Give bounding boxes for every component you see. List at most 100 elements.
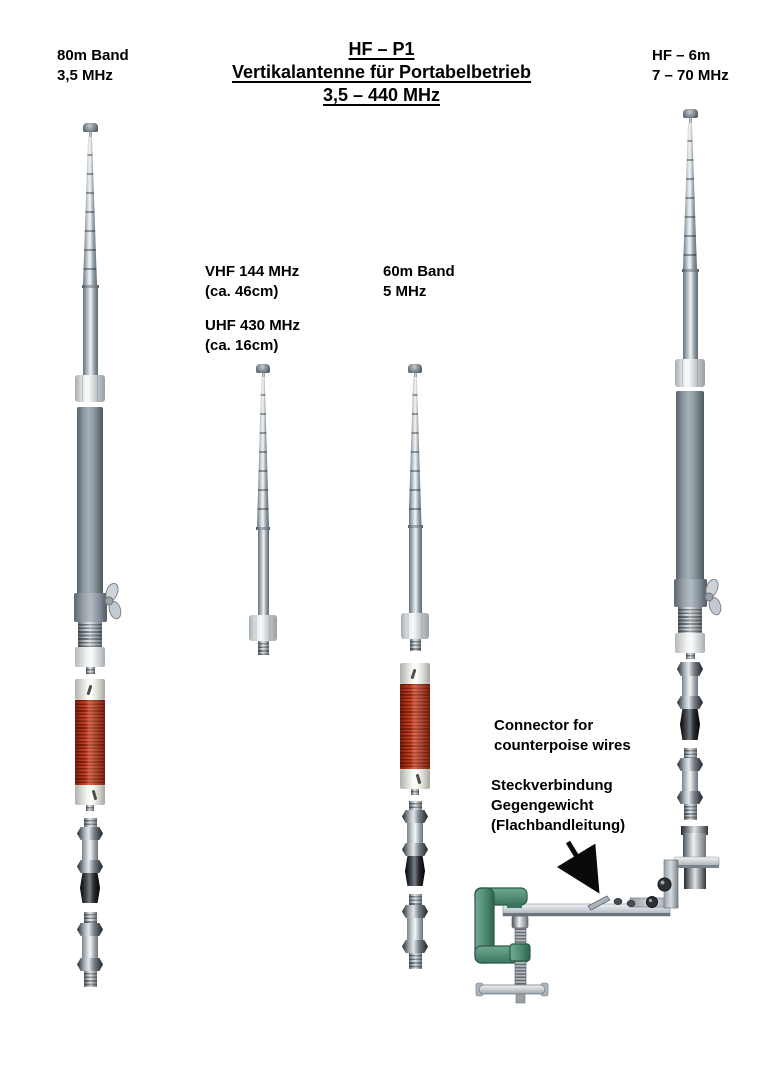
hex-nut <box>402 940 428 953</box>
mast-tube <box>77 407 103 593</box>
whip-ring <box>256 527 270 530</box>
hex-nut <box>677 758 703 771</box>
counterpoise-connector-tab <box>587 895 636 911</box>
coil-clip <box>410 668 417 680</box>
hex-coupler <box>405 856 425 886</box>
hex-nut <box>402 905 428 918</box>
whip-tip-neck <box>688 118 692 123</box>
hex-nut <box>402 810 428 823</box>
whip-tip-cap <box>408 364 422 373</box>
label-counterpoise-de: Steckverbindung Gegengewicht (Flachbandl… <box>491 777 626 834</box>
stud-shaft <box>407 918 423 940</box>
hex-nut <box>77 860 103 873</box>
threaded-stud <box>83 818 97 827</box>
wing-nut-icon <box>704 578 722 616</box>
whip-tip-cap <box>256 364 270 373</box>
hex-nut <box>77 958 103 971</box>
telescopic-whip-taper <box>257 377 269 527</box>
coil-bottom-cap <box>75 785 105 805</box>
hex-coupler <box>680 709 700 740</box>
coil-top-cap <box>400 663 430 684</box>
whip-tip-cap <box>682 109 698 118</box>
white-collar <box>75 647 105 667</box>
clamp-collar <box>673 579 707 607</box>
label-uhf: UHF 430 MHz (ca. 16cm) <box>205 317 301 354</box>
whip-ring <box>681 269 699 272</box>
clamp-collar <box>73 593 107 622</box>
whip-tip-cap <box>82 123 98 132</box>
label-60m-band: 60m Band 5 MHz <box>383 263 455 300</box>
coil-clip <box>91 789 98 801</box>
stud-shaft <box>407 823 423 843</box>
coil-clip <box>86 684 93 696</box>
hex-collar <box>675 359 705 387</box>
threaded-stud <box>408 953 422 969</box>
whip-tip-neck <box>88 132 92 137</box>
hex-nut <box>77 827 103 840</box>
threaded-stub <box>411 789 419 795</box>
threaded-section <box>78 622 102 647</box>
telescopic-whip-base <box>257 530 269 615</box>
threaded-stud <box>408 894 422 905</box>
threaded-stud <box>83 971 97 987</box>
label-hf-6m: HF – 6m 7 – 70 MHz <box>652 47 729 84</box>
threaded-stud <box>409 639 421 651</box>
telescopic-whip-base <box>82 288 98 375</box>
threaded-stud <box>683 804 697 820</box>
threaded-stub <box>86 805 94 811</box>
white-collar <box>675 633 705 653</box>
telescopic-whip-taper <box>683 123 697 269</box>
loading-coil <box>400 684 430 769</box>
hex-nut <box>402 843 428 856</box>
page-title: HF – P1 Vertikalantenne für Portabelbetr… <box>0 38 763 107</box>
hex-nut <box>677 662 703 676</box>
threaded-stub <box>85 667 95 674</box>
telescopic-whip-base <box>682 272 698 359</box>
threaded-stud <box>257 641 269 655</box>
whip-ring <box>81 285 99 288</box>
threaded-stud <box>408 801 422 810</box>
counterpoise-pointer-arrow <box>556 840 600 894</box>
hex-nut <box>677 696 703 709</box>
l-bracket <box>629 859 679 909</box>
label-vhf: VHF 144 MHz (ca. 46cm) <box>205 263 300 300</box>
wing-nut-icon <box>104 582 122 620</box>
telescopic-whip-taper <box>408 377 422 525</box>
whip-tip-neck <box>261 373 265 377</box>
threaded-stub <box>685 653 695 659</box>
label-80m-band: 80m Band 3,5 MHz <box>57 47 129 84</box>
coil-clip <box>415 773 422 785</box>
telescopic-whip-taper <box>83 137 97 285</box>
title-subtitle: Vertikalantenne für Portabelbetrieb <box>231 62 532 82</box>
hex-coupler <box>80 873 100 903</box>
stud-shaft <box>82 936 98 958</box>
threaded-stud <box>683 748 697 758</box>
antenna-base-mount <box>673 826 720 889</box>
hex-collar <box>249 615 277 641</box>
coil-bottom-cap <box>400 769 430 789</box>
stud-shaft <box>82 840 98 860</box>
clamp-screw <box>475 915 549 1004</box>
coil-top-cap <box>75 679 105 700</box>
mounting-assembly <box>474 826 720 1004</box>
stud-shaft <box>682 676 698 696</box>
threaded-stud <box>83 912 97 923</box>
stud-shaft <box>682 771 698 791</box>
counterpoise-bar <box>502 903 671 917</box>
telescopic-whip-base <box>408 528 422 613</box>
hex-nut <box>677 791 703 804</box>
antenna-vhf-uhf <box>243 364 283 664</box>
hex-collar <box>75 375 105 402</box>
antenna-60m <box>395 364 435 984</box>
antenna-hf-6m <box>670 109 722 824</box>
title-range: 3,5 – 440 MHz <box>322 85 441 105</box>
title-model: HF – P1 <box>348 39 415 59</box>
hex-collar <box>401 613 429 639</box>
mast-tube <box>676 391 704 579</box>
whip-tip-neck <box>413 373 417 377</box>
whip-ring <box>407 525 423 528</box>
antenna-80m <box>70 123 122 1003</box>
threaded-section <box>678 607 702 633</box>
hex-nut <box>77 923 103 936</box>
